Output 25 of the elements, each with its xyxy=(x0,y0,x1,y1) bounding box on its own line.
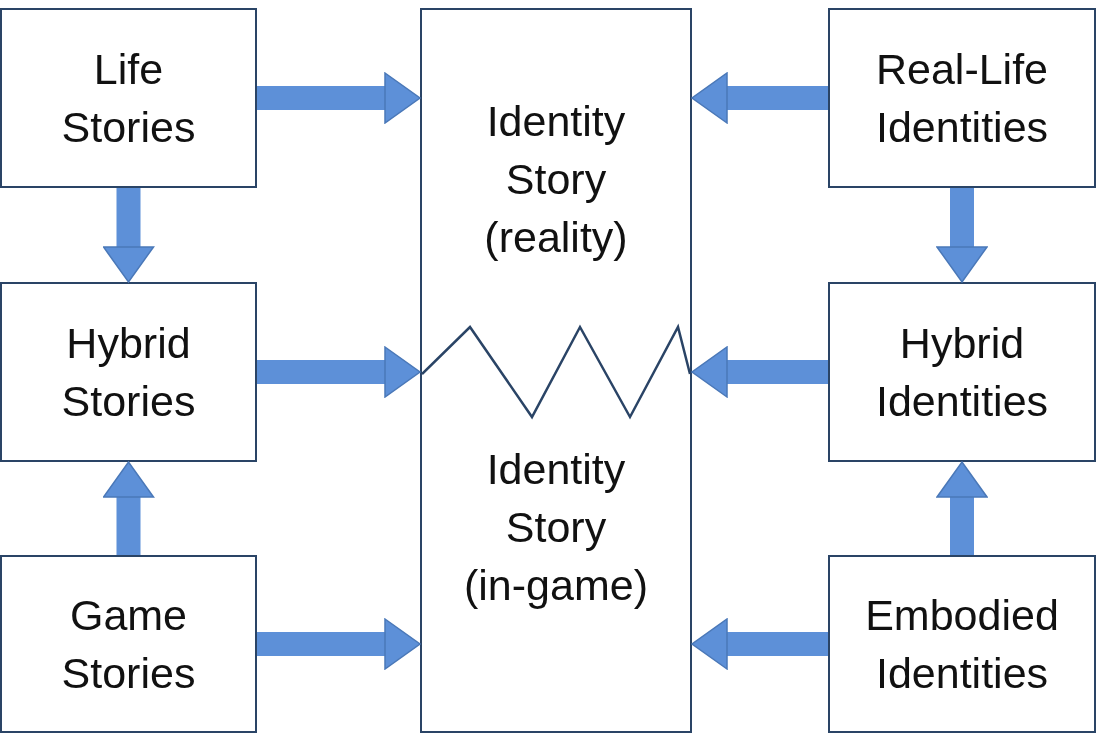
node-label: Life Stories xyxy=(60,44,197,153)
node-label: Game Stories xyxy=(60,590,197,699)
node-label: Hybrid Stories xyxy=(60,318,197,427)
text-box xyxy=(828,8,1096,188)
text-box xyxy=(420,8,692,733)
text-box xyxy=(0,8,257,188)
block-arrow xyxy=(102,461,155,555)
block-arrow xyxy=(257,72,421,124)
block-arrow xyxy=(691,72,828,124)
block-arrow xyxy=(102,188,155,283)
node-label: Identity Story (in-game) xyxy=(463,444,649,611)
text-box xyxy=(828,555,1096,733)
text-box xyxy=(0,555,257,733)
text-box xyxy=(0,282,257,462)
node-label: Real-Life Identities xyxy=(874,44,1050,153)
block-arrow xyxy=(936,188,988,283)
block-arrow xyxy=(691,346,828,398)
block-arrow xyxy=(257,618,421,670)
node-label: Hybrid Identities xyxy=(874,318,1050,427)
node-label: Identity Story (reality) xyxy=(483,96,629,263)
node-label: Embodied Identities xyxy=(864,590,1060,699)
block-arrow xyxy=(936,461,988,555)
block-arrow xyxy=(257,346,421,398)
block-arrow xyxy=(691,618,828,670)
text-box xyxy=(828,282,1096,462)
